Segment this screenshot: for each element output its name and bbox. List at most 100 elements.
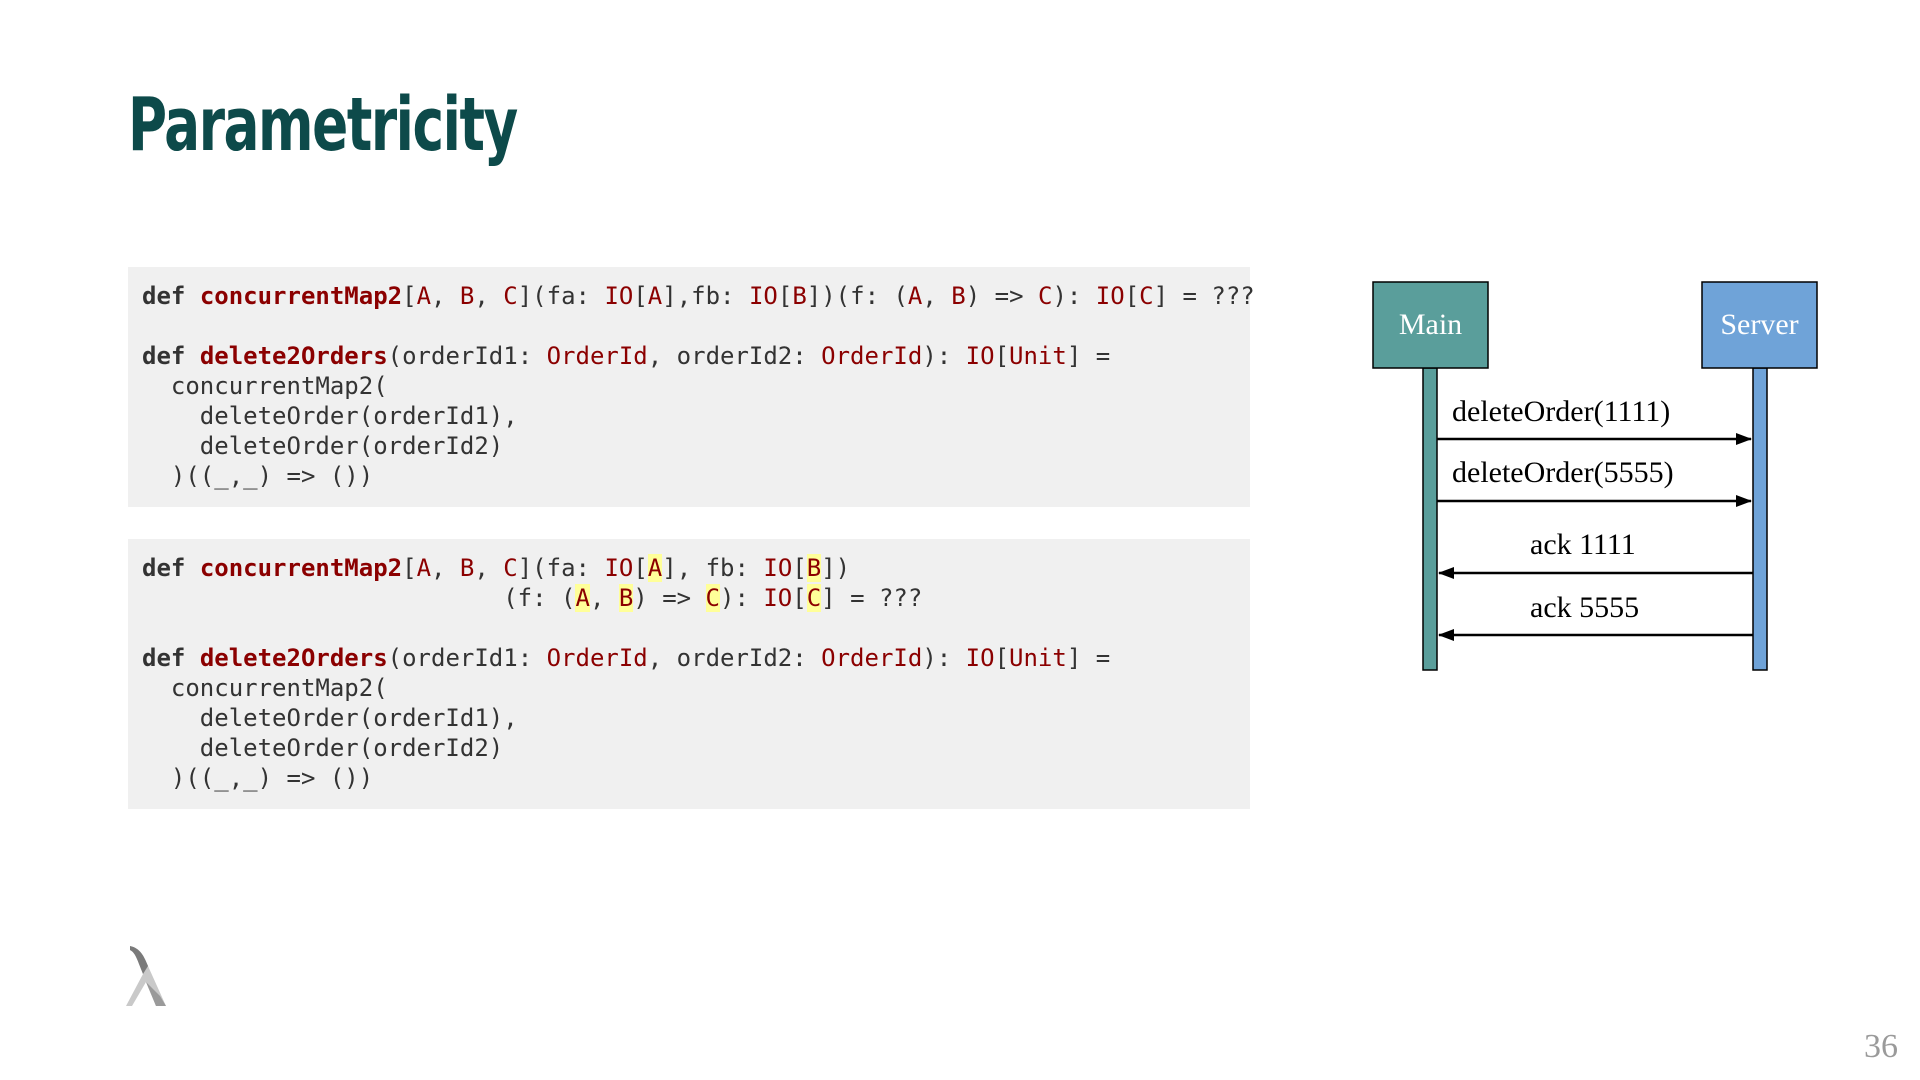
code-text: [ [777, 282, 793, 310]
code-type: IO [965, 342, 995, 370]
code-type: OrderId [546, 342, 648, 370]
code-text: , [474, 554, 504, 582]
code-line: concurrentMap2( [142, 674, 388, 702]
code-type: OrderId [821, 342, 923, 370]
code-line: def delete2Orders(orderId1: OrderId, ord… [142, 643, 1250, 673]
code-type: B [459, 554, 475, 582]
code-line: def delete2Orders(orderId1: OrderId, ord… [142, 341, 1250, 371]
code-text: ], fb: [662, 554, 764, 582]
code-function-name: delete2Orders [199, 644, 388, 672]
code-type: A [907, 282, 923, 310]
code-block-1: def concurrentMap2[A, B, C](fa: IO[A],fb… [128, 267, 1255, 507]
code-text: ]) [821, 554, 851, 582]
code-type: B [951, 282, 966, 310]
code-text: , orderId2: [647, 644, 822, 672]
code-text: ],fb: [662, 282, 749, 310]
code-text: ): [922, 644, 966, 672]
code-keyword: def [142, 282, 186, 310]
code-type: IO [1095, 282, 1125, 310]
code-line: deleteOrder(orderId1), [142, 402, 518, 430]
sequence-diagram: Main Server deleteOrder(1111) deleteOrde… [1372, 281, 1818, 671]
server-participant-label: Server [1720, 308, 1798, 341]
code-type: C [1139, 282, 1154, 310]
lambda-logo [126, 946, 166, 1006]
code-type: Unit [1009, 644, 1067, 672]
code-keyword: def [142, 342, 186, 370]
main-participant-label: Main [1399, 308, 1462, 341]
server-participant-box [1701, 281, 1818, 369]
code-text: , orderId2: [647, 342, 822, 370]
lambda-logo-shape [126, 946, 166, 1006]
code-text: [ [994, 644, 1010, 672]
main-participant-box [1372, 281, 1489, 369]
code-type: C [1037, 282, 1053, 310]
code-blank-line [142, 613, 1250, 643]
code-text: ] = ??? [1153, 282, 1255, 310]
code-type: B [459, 282, 475, 310]
code-keyword: def [142, 554, 186, 582]
server-lifeline [1752, 367, 1768, 671]
code-function-name: delete2Orders [199, 342, 388, 370]
code-type: IO [763, 584, 793, 612]
code-type: OrderId [546, 644, 648, 672]
code-type: IO [604, 554, 634, 582]
code-text: , [431, 282, 460, 310]
code-text: , [589, 584, 619, 612]
code-line: def concurrentMap2[A, B, C](fa: IO[A], f… [142, 553, 1250, 583]
message-label: ack 5555 [1530, 591, 1639, 624]
highlighted-type-param: A [647, 554, 663, 582]
code-line: deleteOrder(orderId1), [142, 704, 518, 732]
page-number: 36 [1864, 1028, 1898, 1065]
lambda-logo-shade [146, 982, 166, 1006]
highlighted-type-param: B [806, 554, 822, 582]
code-text: ): [1052, 282, 1096, 310]
code-line: (f: (A, B) => C): IO[C] = ??? [142, 583, 1250, 613]
lambda-logo-top [130, 946, 148, 974]
code-text: (f: ( [142, 584, 576, 612]
code-text: ] = [1066, 342, 1111, 370]
code-type: Unit [1009, 342, 1067, 370]
main-lifeline [1422, 367, 1438, 671]
code-line: )((_,_) => ()) [142, 462, 374, 490]
highlighted-type-param: C [806, 584, 822, 612]
code-text: , [431, 554, 460, 582]
code-text: ] = [1066, 644, 1111, 672]
message-label: deleteOrder(5555) [1452, 456, 1674, 489]
code-type: A [647, 282, 663, 310]
slide-title: Parametricity [128, 82, 518, 168]
code-text: [ [402, 282, 417, 310]
code-text: ) => [633, 584, 706, 612]
code-text: (orderId1: [387, 342, 547, 370]
code-type: C [503, 554, 518, 582]
code-text: ): [922, 342, 966, 370]
code-keyword: def [142, 644, 186, 672]
message-label: ack 1111 [1530, 528, 1636, 561]
code-text: [ [633, 554, 648, 582]
code-text: (orderId1: [387, 644, 547, 672]
code-type: IO [763, 554, 793, 582]
code-text: ): [720, 584, 764, 612]
code-function-name: concurrentMap2 [199, 554, 403, 582]
message-label: deleteOrder(1111) [1452, 395, 1670, 428]
code-text: [ [792, 584, 807, 612]
code-text: ](fa: [517, 554, 605, 582]
code-text: [ [402, 554, 417, 582]
code-type: C [503, 282, 518, 310]
code-block-2: def concurrentMap2[A, B, C](fa: IO[A], f… [128, 539, 1250, 809]
code-type: A [416, 282, 432, 310]
code-line: concurrentMap2( [142, 372, 388, 400]
code-type: IO [748, 282, 778, 310]
code-line: deleteOrder(orderId2) [142, 432, 504, 460]
code-text: , [922, 282, 952, 310]
code-type: A [416, 554, 432, 582]
code-type: IO [965, 644, 995, 672]
code-text: [ [633, 282, 648, 310]
highlighted-type-param: C [705, 584, 720, 612]
code-text: ) => [965, 282, 1038, 310]
code-blank-line [142, 311, 1250, 341]
code-function-name: concurrentMap2 [199, 282, 403, 310]
code-text: [ [994, 342, 1010, 370]
code-text: ](fa: [517, 282, 605, 310]
code-text: ] = ??? [821, 584, 923, 612]
code-text: ])(f: ( [806, 282, 908, 310]
